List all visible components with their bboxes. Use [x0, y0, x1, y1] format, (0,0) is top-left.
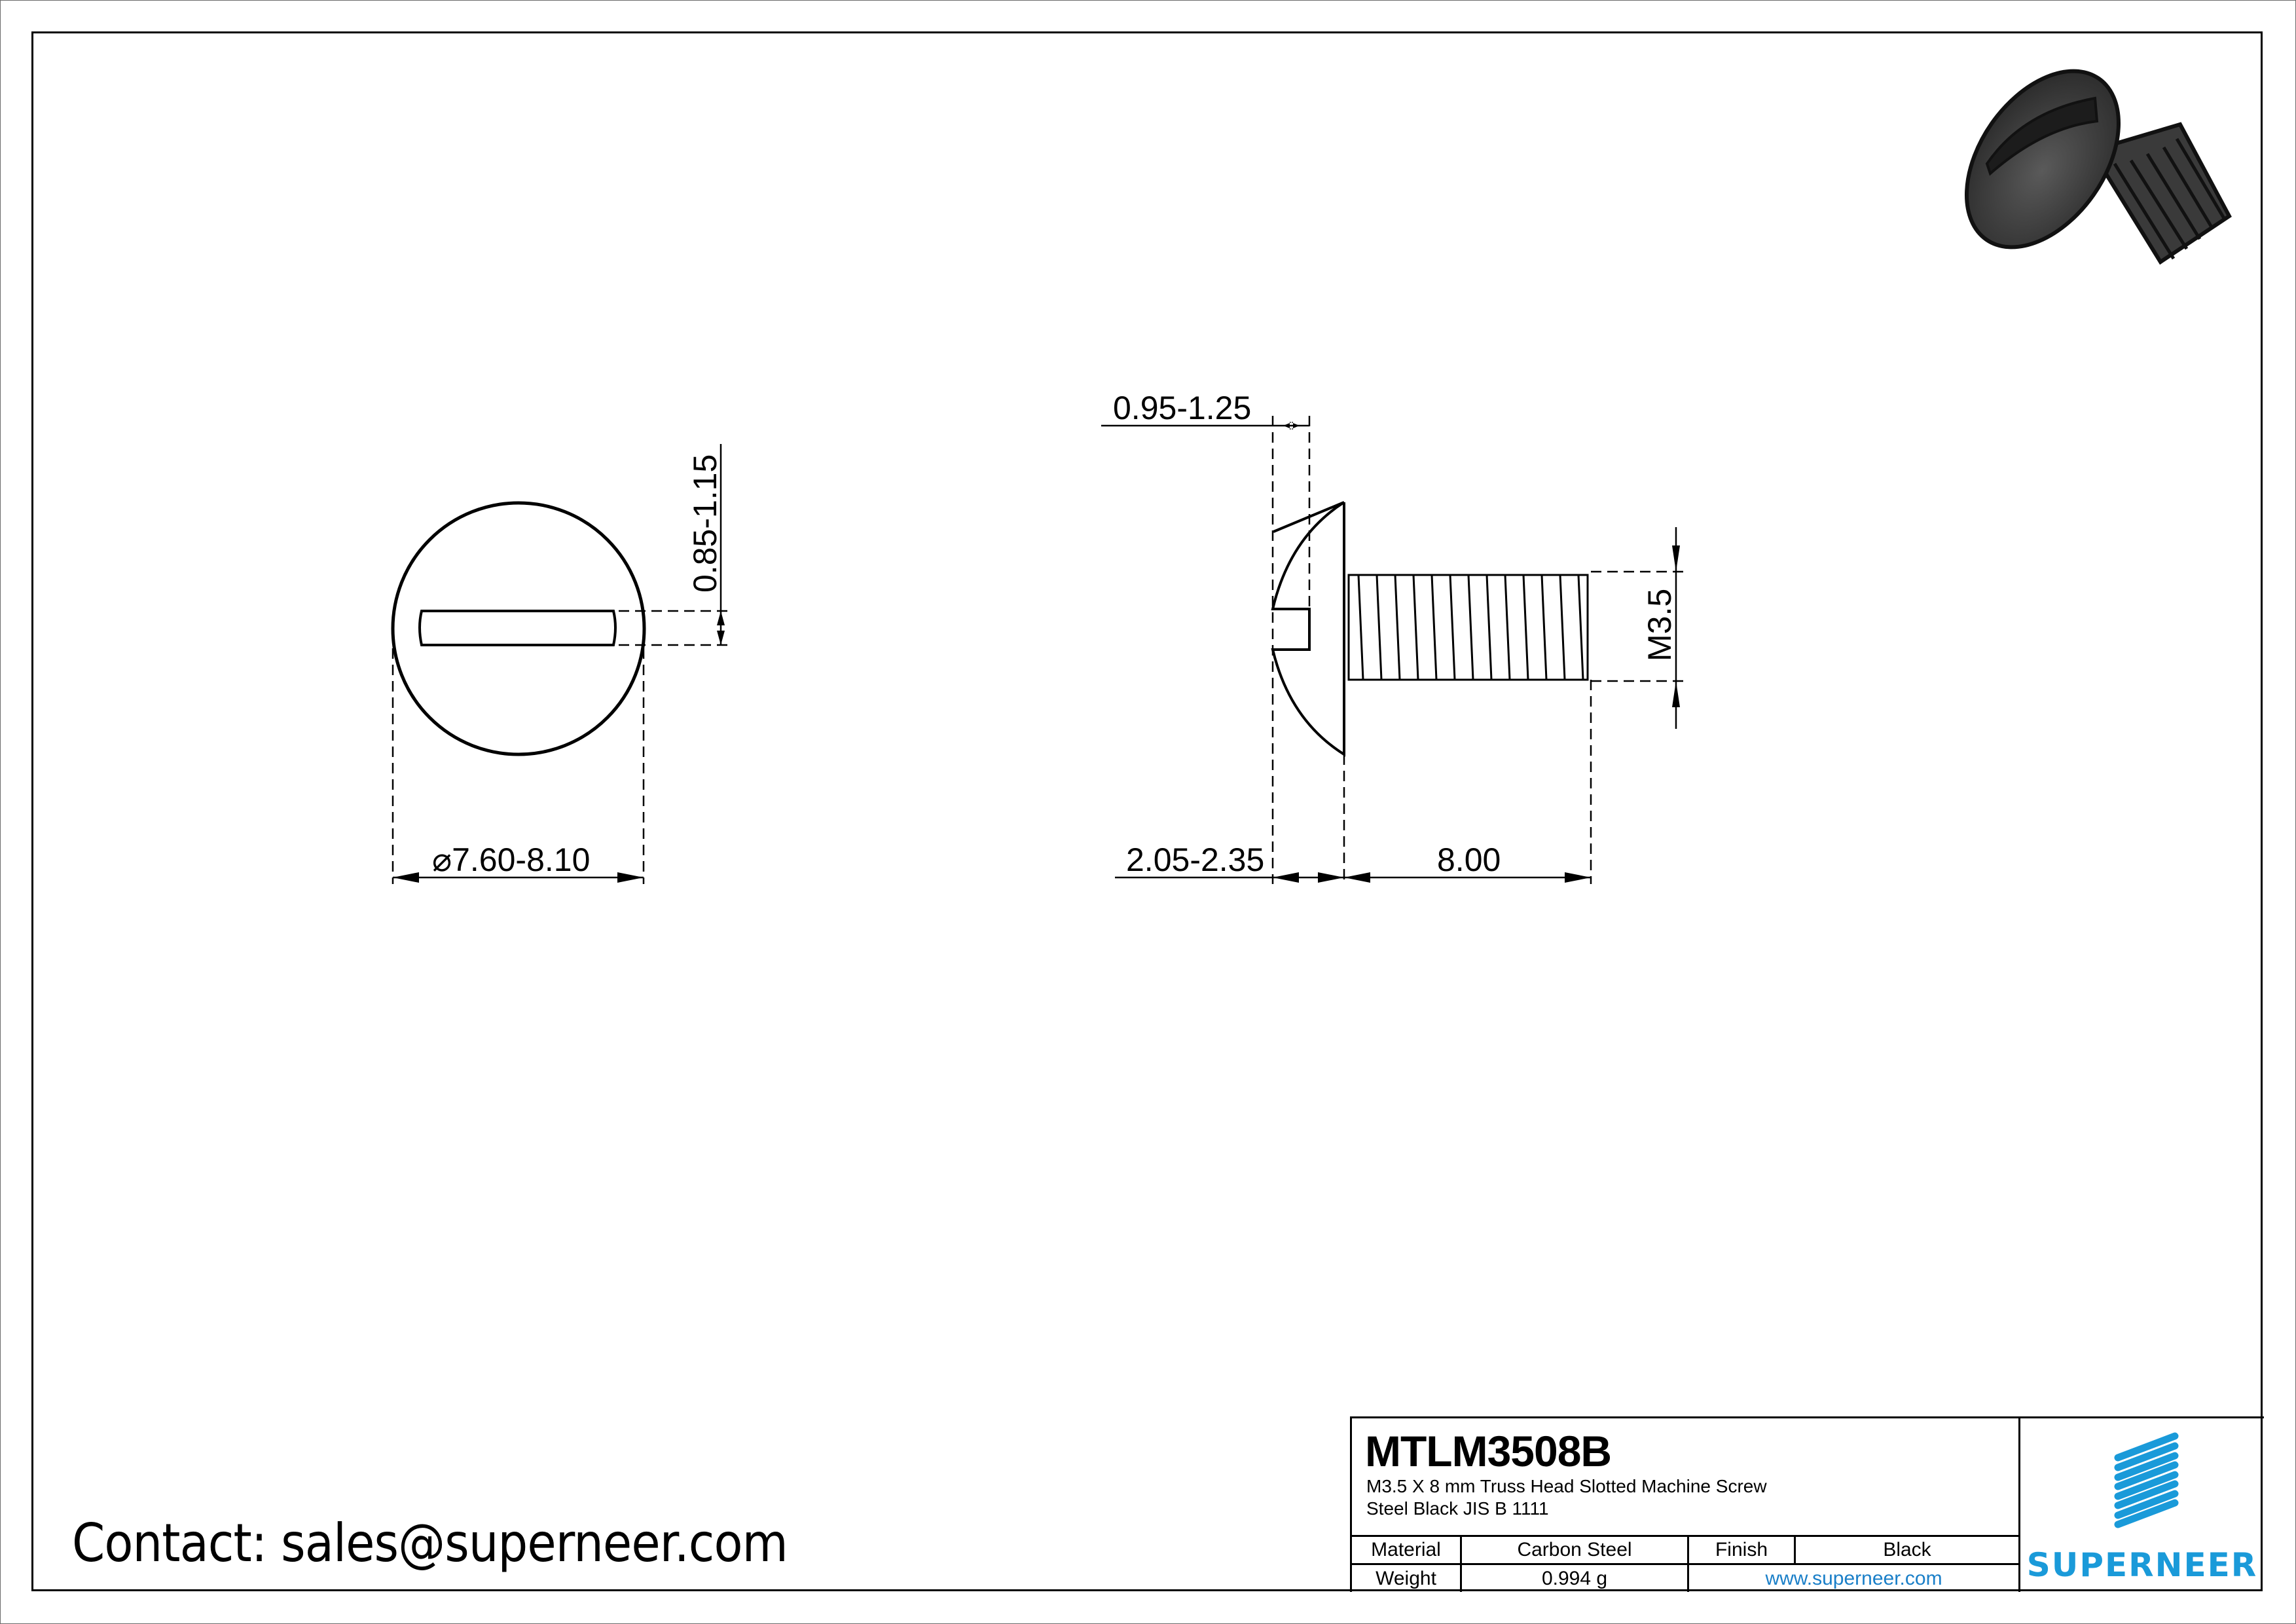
- head-outline: [391, 501, 646, 756]
- slot-outline: [418, 610, 617, 646]
- title-block: MTLM3508B M3.5 X 8 mm Truss Head Slotted…: [1350, 1416, 2264, 1592]
- length-dimension: 8.00: [1437, 841, 1501, 878]
- material-label: Material: [1352, 1537, 1462, 1565]
- website-link[interactable]: www.superneer.com: [1765, 1567, 1942, 1589]
- part-number: MTLM3508B: [1365, 1427, 1612, 1475]
- part-description-line1: M3.5 X 8 mm Truss Head Slotted Machine S…: [1366, 1476, 1767, 1496]
- side-view: [1101, 416, 1686, 884]
- brand-logo: SUPERNEER: [2020, 1418, 2264, 1592]
- title-block-main: MTLM3508B M3.5 X 8 mm Truss Head Slotted…: [1352, 1418, 2020, 1592]
- top-view: [391, 444, 728, 884]
- slot-depth-dimension: 0.95-1.25: [1113, 390, 1251, 426]
- contact-email: Contact: sales@superneer.com: [72, 1513, 788, 1574]
- diameter-dimension: ⌀7.60-8.10: [432, 841, 590, 878]
- drawing-frame: [31, 31, 2263, 1591]
- screw-3d-render-icon: [1964, 69, 2232, 265]
- finish-label: Finish: [1689, 1537, 1796, 1565]
- thread-dimension: M3.5: [1641, 589, 1678, 661]
- part-description-line2: Steel Black JIS B 1111: [1366, 1498, 1549, 1519]
- head-height-dimension: 2.05-2.35: [1126, 841, 1264, 878]
- specs-table: Material Carbon Steel Finish Black Weigh…: [1352, 1535, 2018, 1592]
- thread-body: [1347, 574, 1589, 681]
- superneer-stripes-icon: [2114, 1432, 2179, 1528]
- thread-lines: [1357, 574, 1584, 680]
- slot-width-dimension: 0.85-1.15: [687, 454, 723, 593]
- material-value: Carbon Steel: [1462, 1537, 1689, 1565]
- weight-label: Weight: [1352, 1565, 1462, 1592]
- weight-value: 0.994 g: [1462, 1565, 1689, 1592]
- finish-value: Black: [1796, 1537, 2018, 1565]
- head-profile: [1271, 501, 1345, 757]
- brand-name: SUPERNEER: [2026, 1546, 2258, 1584]
